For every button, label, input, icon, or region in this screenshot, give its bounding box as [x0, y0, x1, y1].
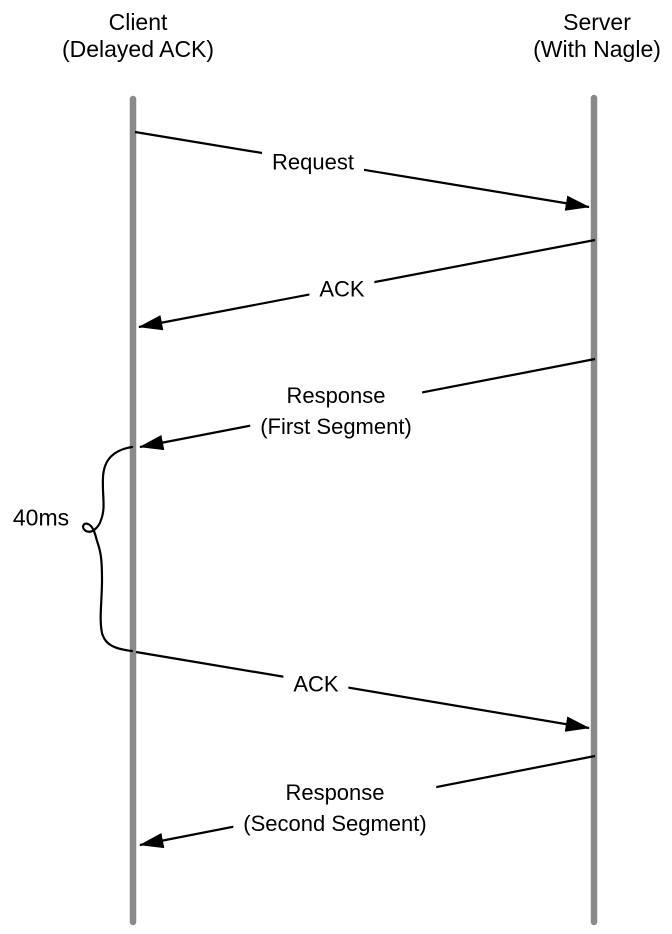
- label-response-first: Response (First Segment): [250, 379, 422, 443]
- label-response-second: Response (Second Segment): [233, 776, 437, 840]
- label-request: Request: [262, 145, 364, 179]
- label-response-first-line1: Response: [286, 383, 386, 408]
- actor-server-qualifier: (With Nagle): [533, 36, 661, 62]
- label-ack-1-text: ACK: [319, 276, 365, 302]
- label-response-second-line2: (Second Segment): [243, 811, 427, 836]
- delay-brace: [82, 445, 134, 653]
- label-request-text: Request: [272, 149, 354, 175]
- actor-server-name: Server: [563, 9, 631, 35]
- delay-annotation: 40ms: [12, 504, 70, 532]
- actor-client-name: Client: [108, 9, 168, 35]
- label-ack-2: ACK: [283, 667, 349, 701]
- actor-server-title: Server (With Nagle): [533, 9, 661, 63]
- label-ack-1: ACK: [309, 272, 375, 306]
- arrow-ack-2: [135, 650, 590, 732]
- label-response-first-line2: (First Segment): [260, 414, 412, 439]
- actor-client-qualifier: (Delayed ACK): [61, 36, 215, 62]
- label-response-second-line1: Response: [285, 780, 385, 805]
- actor-client-title: Client (Delayed ACK): [62, 9, 214, 63]
- label-ack-2-text: ACK: [293, 671, 339, 697]
